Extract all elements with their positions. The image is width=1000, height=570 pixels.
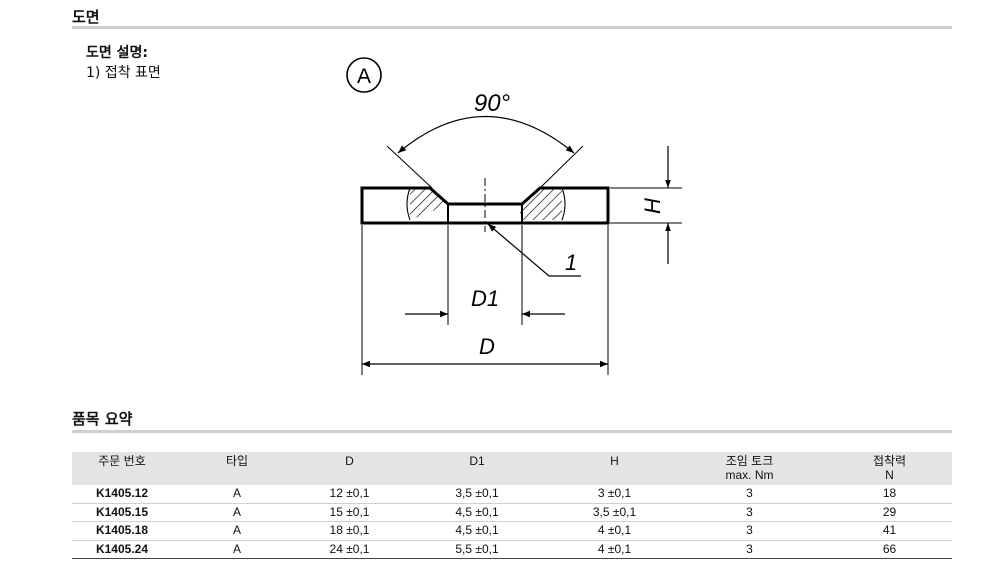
table-row: K1405.18 A 18 ±0,1 4,5 ±0,1 4 ±0,1 3 41 xyxy=(72,521,952,541)
cell-d: 12 ±0,1 xyxy=(302,485,397,504)
table-row: K1405.15 A 15 ±0,1 4,5 ±0,1 3,5 ±0,1 3 2… xyxy=(72,503,952,522)
cell-order-number: K1405.12 xyxy=(72,485,172,504)
angle-arc xyxy=(397,116,575,154)
d1-dimension-label: D1 xyxy=(471,286,499,311)
h-dimension-label: H xyxy=(640,198,665,214)
cell-order-number: K1405.18 xyxy=(72,521,172,541)
section-hatch-left xyxy=(410,188,450,220)
cell-adhesion: 29 xyxy=(827,503,952,522)
cell-d1: 3,5 ±0,1 xyxy=(397,485,557,504)
cell-order-number: K1405.15 xyxy=(72,503,172,522)
cell-type: A xyxy=(172,540,302,559)
cell-adhesion: 41 xyxy=(827,521,952,541)
cell-d1: 5,5 ±0,1 xyxy=(397,540,557,559)
header-d: D xyxy=(345,454,354,468)
table-row: K1405.24 A 24 ±0,1 5,5 ±0,1 4 ±0,1 3 66 xyxy=(72,540,952,559)
callout-leader xyxy=(487,223,581,277)
drawing-section-title: 도면 xyxy=(72,8,100,26)
cell-type: A xyxy=(172,485,302,504)
legend-item: 1) 접착 표면 xyxy=(86,65,161,81)
cell-type: A xyxy=(172,503,302,522)
cell-d1: 4,5 ±0,1 xyxy=(397,503,557,522)
legend-title: 도면 설명: xyxy=(86,45,148,61)
cell-h: 3 ±0,1 xyxy=(557,485,672,504)
cell-h: 4 ±0,1 xyxy=(557,521,672,541)
technical-drawing: A 90° H 1 D1 D xyxy=(346,57,682,375)
cell-torque: 3 xyxy=(672,503,827,522)
cell-adhesion: 66 xyxy=(827,540,952,559)
cell-order-number: K1405.24 xyxy=(72,540,172,559)
view-label: A xyxy=(357,65,371,88)
cell-d: 24 ±0,1 xyxy=(302,540,397,559)
cell-torque: 3 xyxy=(672,521,827,541)
cell-h: 4 ±0,1 xyxy=(557,540,672,559)
cell-type: A xyxy=(172,521,302,541)
cell-d: 18 ±0,1 xyxy=(302,521,397,541)
drawing-section-rule xyxy=(72,26,952,29)
header-type: 타입 xyxy=(225,454,249,468)
angle-label: 90° xyxy=(474,90,511,117)
cell-torque: 3 xyxy=(672,540,827,559)
cell-d1: 4,5 ±0,1 xyxy=(397,521,557,541)
table-section-rule xyxy=(72,430,952,433)
d-dimension-label: D xyxy=(479,334,495,359)
angle-extension-left xyxy=(386,145,433,189)
cell-torque: 3 xyxy=(672,485,827,504)
header-order-number: 주문 번호 xyxy=(98,454,146,468)
header-h: H xyxy=(610,454,619,468)
cell-adhesion: 18 xyxy=(827,485,952,504)
header-d1: D1 xyxy=(469,454,485,468)
angle-extension-right xyxy=(539,145,584,189)
cell-h: 3,5 ±0,1 xyxy=(557,503,672,522)
cell-d: 15 ±0,1 xyxy=(302,503,397,522)
callout-label: 1 xyxy=(565,250,577,275)
table-row: K1405.12 A 12 ±0,1 3,5 ±0,1 3 ±0,1 3 18 xyxy=(72,485,952,504)
view-label-circle xyxy=(346,57,382,93)
table-section-title: 품목 요약 xyxy=(72,410,133,428)
section-hatch-right xyxy=(520,188,562,220)
